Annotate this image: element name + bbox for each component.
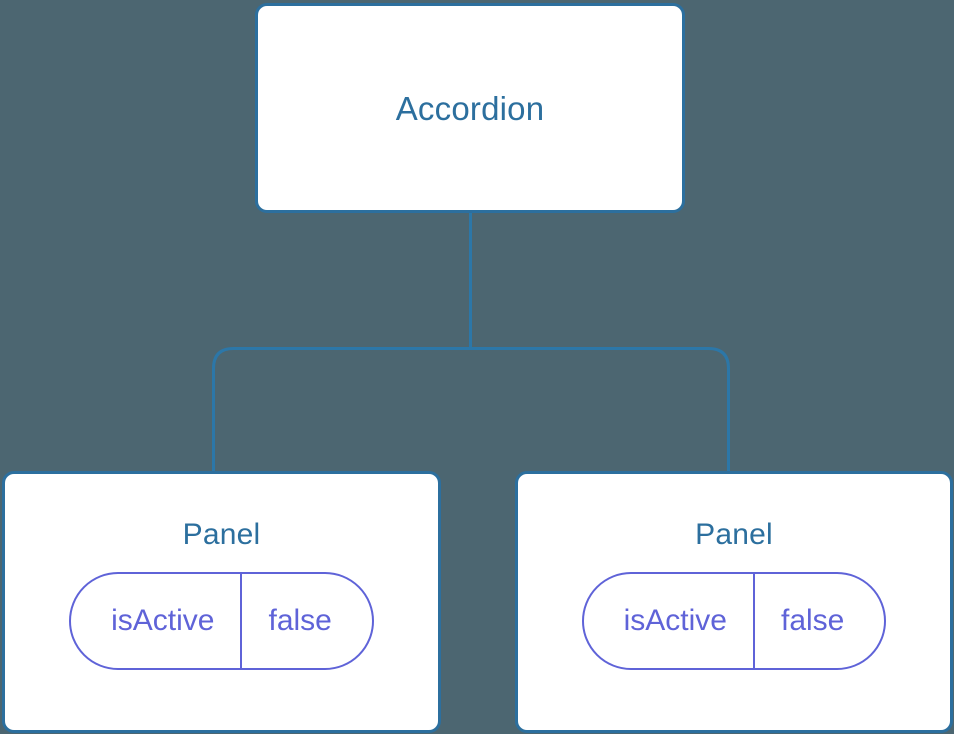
node-panel-1-title: Panel [695, 518, 773, 551]
state-pill-panel-0[interactable]: isActive false [69, 572, 374, 670]
edge-bus-to-panel-1 [470, 347, 730, 473]
node-panel-1[interactable]: Panel isActive false [515, 471, 953, 733]
node-accordion-title: Accordion [395, 89, 545, 127]
state-pill-panel-0-key: isActive [111, 604, 215, 637]
node-accordion[interactable]: Accordion [255, 3, 685, 213]
state-pill-panel-0-value: false [240, 574, 371, 668]
node-panel-0[interactable]: Panel isActive false [2, 471, 441, 733]
edge-bus-to-panel-0 [212, 347, 471, 473]
node-panel-0-title: Panel [182, 518, 261, 551]
state-pill-panel-1[interactable]: isActive false [581, 572, 887, 670]
state-pill-panel-1-value: false [752, 574, 884, 668]
state-pill-panel-1-key: isActive [623, 604, 727, 637]
